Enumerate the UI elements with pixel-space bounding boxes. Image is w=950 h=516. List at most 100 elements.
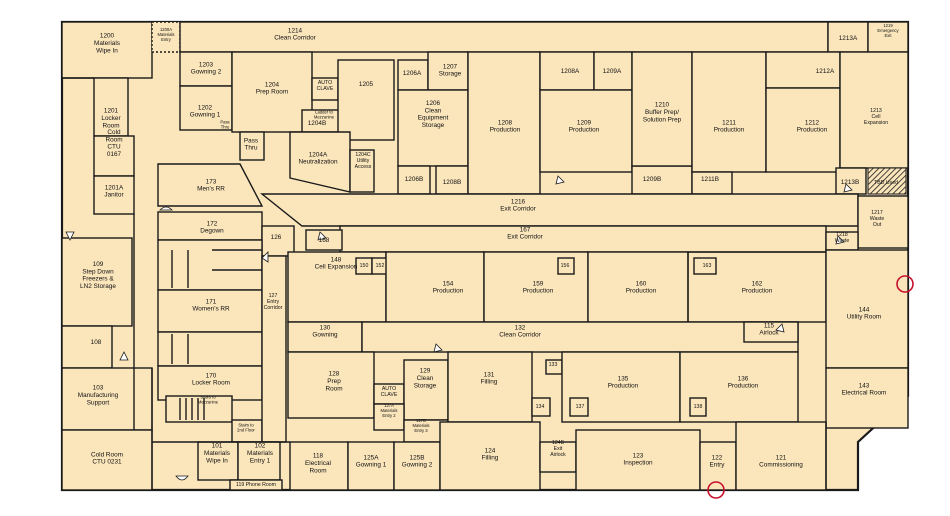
room-label-1206a: 1206A (403, 70, 422, 77)
room-160[interactable] (587, 251, 689, 323)
room-121[interactable] (735, 421, 827, 491)
room-1201a[interactable] (93, 175, 135, 215)
room-1208[interactable] (467, 51, 541, 195)
room-label-168: 168 (319, 237, 330, 244)
doors (65, 175, 853, 481)
room-128[interactable] (287, 351, 375, 419)
room-1216[interactable] (260, 193, 859, 227)
room-130[interactable] (287, 321, 363, 353)
room-144[interactable] (825, 249, 909, 369)
room-123[interactable] (575, 429, 701, 491)
room-124[interactable] (439, 421, 541, 491)
room-138[interactable] (689, 397, 707, 417)
room-1200[interactable] (61, 21, 153, 79)
room-1214[interactable] (179, 21, 829, 53)
room-108[interactable] (61, 325, 113, 369)
room-1204[interactable] (231, 51, 313, 133)
room-143[interactable] (825, 367, 909, 429)
room-1210[interactable] (631, 51, 693, 167)
room-cold-0231[interactable] (61, 429, 153, 491)
room-109[interactable] (61, 237, 133, 327)
room-154[interactable] (385, 251, 485, 323)
room-1206b[interactable] (397, 165, 431, 195)
room-1212a[interactable] (765, 51, 841, 89)
room-label-163: 163 (703, 263, 712, 269)
room-label-1208a: 1208A (561, 68, 580, 75)
room-label-1205: 1205 (359, 81, 374, 88)
room-1207[interactable] (427, 51, 469, 91)
room-restroom-stalls-lower[interactable] (157, 331, 263, 367)
room-163[interactable] (693, 257, 717, 275)
room-1217[interactable] (857, 195, 909, 249)
room-131[interactable] (447, 351, 533, 423)
tbd-used-area (867, 167, 907, 195)
room-stairs-mezzanine[interactable] (165, 395, 233, 423)
room-label-1208b: 1208B (443, 179, 461, 186)
room-1209a[interactable] (593, 51, 633, 91)
room-1209[interactable] (539, 89, 633, 173)
room-125b[interactable] (393, 441, 441, 491)
room-1208a[interactable] (539, 51, 595, 91)
room-1206a[interactable] (397, 59, 429, 91)
room-1211[interactable] (691, 51, 767, 173)
room-1201[interactable] (93, 77, 129, 137)
room-1213a[interactable] (827, 21, 869, 53)
room-127[interactable] (261, 255, 287, 443)
room-115[interactable] (743, 321, 799, 343)
room-1209b[interactable] (631, 165, 693, 195)
room-passthru-2[interactable] (239, 131, 265, 161)
room-127a[interactable] (373, 403, 405, 431)
room-label-133: 133 (549, 362, 558, 368)
room-1202[interactable] (179, 85, 233, 131)
room-restroom-stalls-upper[interactable] (157, 239, 263, 291)
room-1200a[interactable] (151, 21, 181, 53)
room-167[interactable] (339, 225, 827, 253)
room-1219[interactable] (867, 21, 909, 53)
room-124b[interactable] (539, 441, 577, 473)
room-1204c[interactable] (349, 149, 375, 193)
room-label-1206b: 1206B (405, 176, 423, 183)
room-1206[interactable] (397, 89, 469, 167)
room-132[interactable] (361, 321, 799, 353)
room-1212[interactable] (765, 87, 841, 173)
room-1205[interactable] (337, 59, 395, 141)
room-172[interactable] (157, 211, 263, 241)
room-119[interactable] (229, 479, 283, 491)
room-137[interactable] (569, 397, 589, 417)
room-173[interactable] (157, 163, 264, 207)
room-129[interactable] (403, 359, 449, 421)
room-cold-0167[interactable] (93, 135, 135, 177)
room-125a[interactable] (347, 441, 395, 491)
room-label-108: 108 (91, 339, 102, 346)
room-168[interactable] (305, 229, 343, 251)
room-156[interactable] (557, 257, 575, 275)
room-134[interactable] (531, 397, 551, 417)
